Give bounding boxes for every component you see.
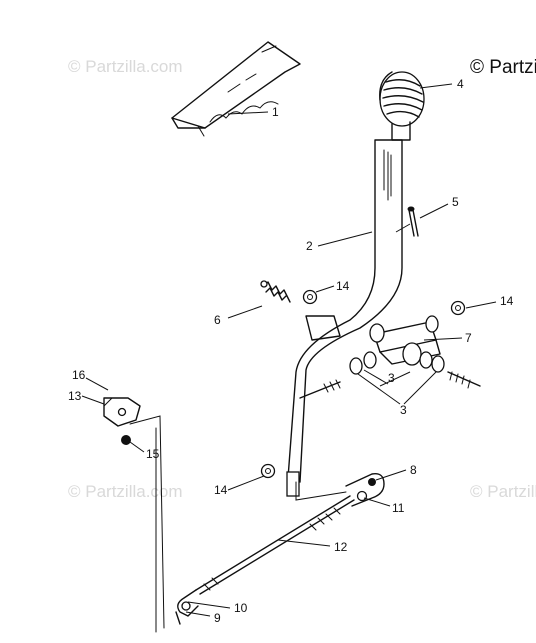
callout-14c: 14	[214, 483, 228, 497]
watermark-bottom-right: © Partzilla.com	[470, 482, 536, 501]
callout-8: 8	[410, 463, 417, 477]
callout-1: 1	[272, 105, 279, 119]
callout-14b: 14	[500, 294, 514, 308]
part-bracket	[103, 397, 141, 445]
part-pedal-pad	[379, 71, 425, 141]
callout-11: 11	[392, 501, 405, 515]
callout-9: 9	[214, 611, 221, 625]
callout-6: 6	[214, 313, 221, 327]
callout-3a: 3	[388, 371, 395, 385]
callout-10: 10	[234, 601, 248, 615]
part-cotter-pin	[407, 206, 419, 237]
callout-15: 15	[146, 447, 160, 461]
threaded-stud-right	[447, 371, 481, 389]
callout-14a: 14	[336, 279, 350, 293]
part-brake-rod	[195, 495, 355, 595]
frame-reference-lines	[129, 415, 347, 633]
callout-13: 13	[68, 389, 82, 403]
nut-14-lower	[260, 463, 276, 479]
part-frame-floor	[171, 41, 301, 137]
part-brake-lever	[286, 139, 403, 497]
callout-3b: 3	[400, 403, 407, 417]
watermark-top-left: © Partzilla.com	[68, 57, 183, 76]
nut-14-upper	[302, 289, 318, 305]
callout-4: 4	[457, 77, 464, 91]
callout-2: 2	[306, 239, 313, 253]
part-spring	[260, 280, 291, 303]
callout-12: 12	[334, 540, 348, 554]
part-pivot-shaft	[369, 315, 441, 366]
washers-3	[349, 351, 445, 375]
callout-7: 7	[465, 331, 472, 345]
callout-5: 5	[452, 195, 459, 209]
leader-lines	[81, 83, 497, 617]
threaded-stud-left	[299, 379, 341, 399]
copyright-text: © Partzilla.com	[470, 57, 536, 78]
callout-16: 16	[72, 368, 86, 382]
watermark-bottom-left: © Partzilla.com	[68, 482, 183, 501]
part-rod-end	[175, 589, 199, 625]
nut-14-right	[450, 300, 466, 316]
